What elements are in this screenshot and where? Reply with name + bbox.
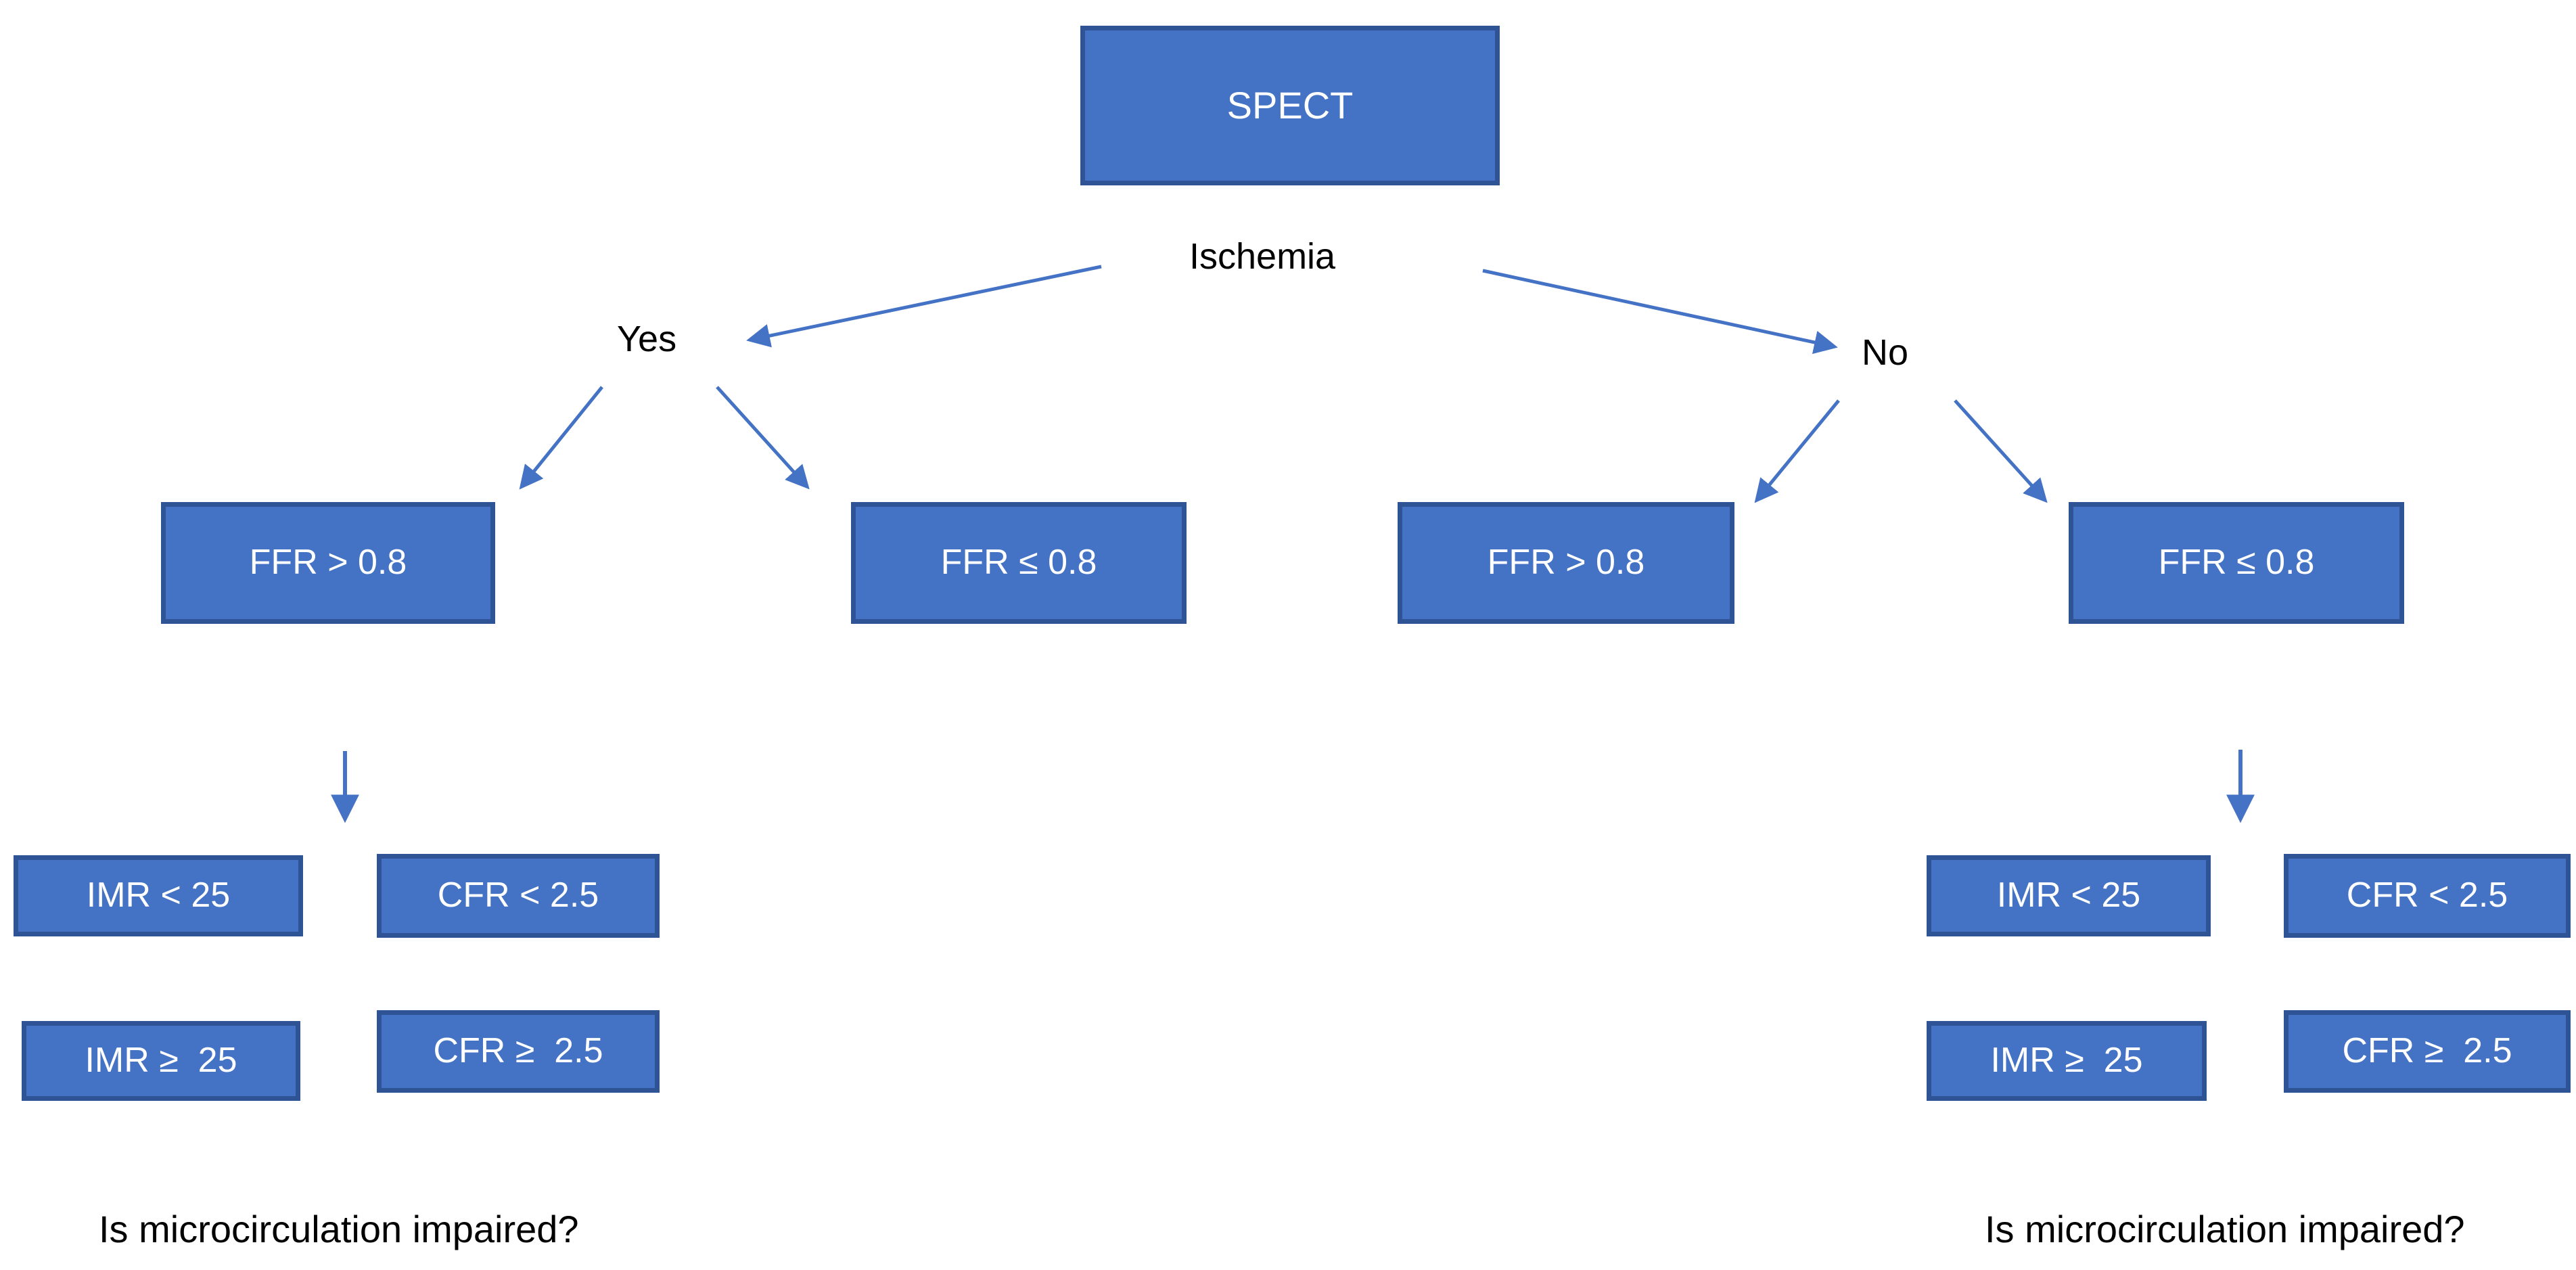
node-left-cfr-low[interactable]: CFR < 2.5 — [377, 854, 660, 938]
node-left-cfr-high[interactable]: CFR ≥ 2.5 — [377, 1010, 660, 1093]
node-left-imr-low-label: IMR < 25 — [86, 876, 231, 915]
arrow-spect-to-no — [1482, 269, 1838, 355]
node-right-imr-low[interactable]: IMR < 25 — [1927, 855, 2211, 936]
node-ffr-no-high-label: FFR > 0.8 — [1487, 543, 1645, 583]
node-right-imr-high[interactable]: IMR ≥ 25 — [1927, 1021, 2207, 1101]
node-ffr-yes-high[interactable]: FFR > 0.8 — [161, 502, 495, 624]
node-spect-label: SPECT — [1226, 84, 1354, 127]
caption-left-microcirculation: Is microcirculation impaired? — [99, 1208, 579, 1250]
arrow-no-to-ffr-high — [1754, 399, 1840, 503]
node-ffr-no-low[interactable]: FFR ≤ 0.8 — [2069, 502, 2404, 624]
branch-label-yes: Yes — [617, 319, 677, 359]
node-right-imr-low-label: IMR < 25 — [1996, 876, 2141, 915]
node-left-cfr-high-label: CFR ≥ 2.5 — [433, 1031, 603, 1071]
node-right-cfr-low[interactable]: CFR < 2.5 — [2284, 854, 2571, 938]
node-ffr-no-low-label: FFR ≤ 0.8 — [2158, 543, 2315, 583]
node-left-cfr-low-label: CFR < 2.5 — [437, 876, 599, 915]
node-ffr-no-high[interactable]: FFR > 0.8 — [1398, 502, 1734, 624]
node-right-imr-high-label: IMR ≥ 25 — [1990, 1041, 2143, 1081]
node-left-imr-high-label: IMR ≥ 25 — [85, 1041, 237, 1081]
node-right-cfr-low-label: CFR < 2.5 — [2346, 876, 2508, 915]
node-ffr-yes-low[interactable]: FFR ≤ 0.8 — [851, 502, 1187, 624]
node-ffr-yes-high-label: FFR > 0.8 — [249, 543, 407, 583]
caption-right-microcirculation: Is microcirculation impaired? — [1985, 1208, 2465, 1250]
node-right-cfr-high-label: CFR ≥ 2.5 — [2342, 1031, 2512, 1071]
node-left-imr-high[interactable]: IMR ≥ 25 — [22, 1021, 300, 1101]
arrow-spect-to-yes — [746, 265, 1102, 348]
arrow-no-to-ffr-low — [1954, 399, 2048, 503]
branch-label-no: No — [1862, 332, 1909, 373]
branch-question-ischemia: Ischemia — [1189, 236, 1336, 277]
arrow-yes-to-ffr-low — [716, 386, 810, 490]
arrow-yes-to-ffr-high — [519, 386, 603, 490]
node-spect[interactable]: SPECT — [1080, 26, 1500, 185]
node-left-imr-low[interactable]: IMR < 25 — [14, 855, 303, 936]
node-right-cfr-high[interactable]: CFR ≥ 2.5 — [2284, 1010, 2571, 1093]
node-ffr-yes-low-label: FFR ≤ 0.8 — [940, 543, 1097, 583]
